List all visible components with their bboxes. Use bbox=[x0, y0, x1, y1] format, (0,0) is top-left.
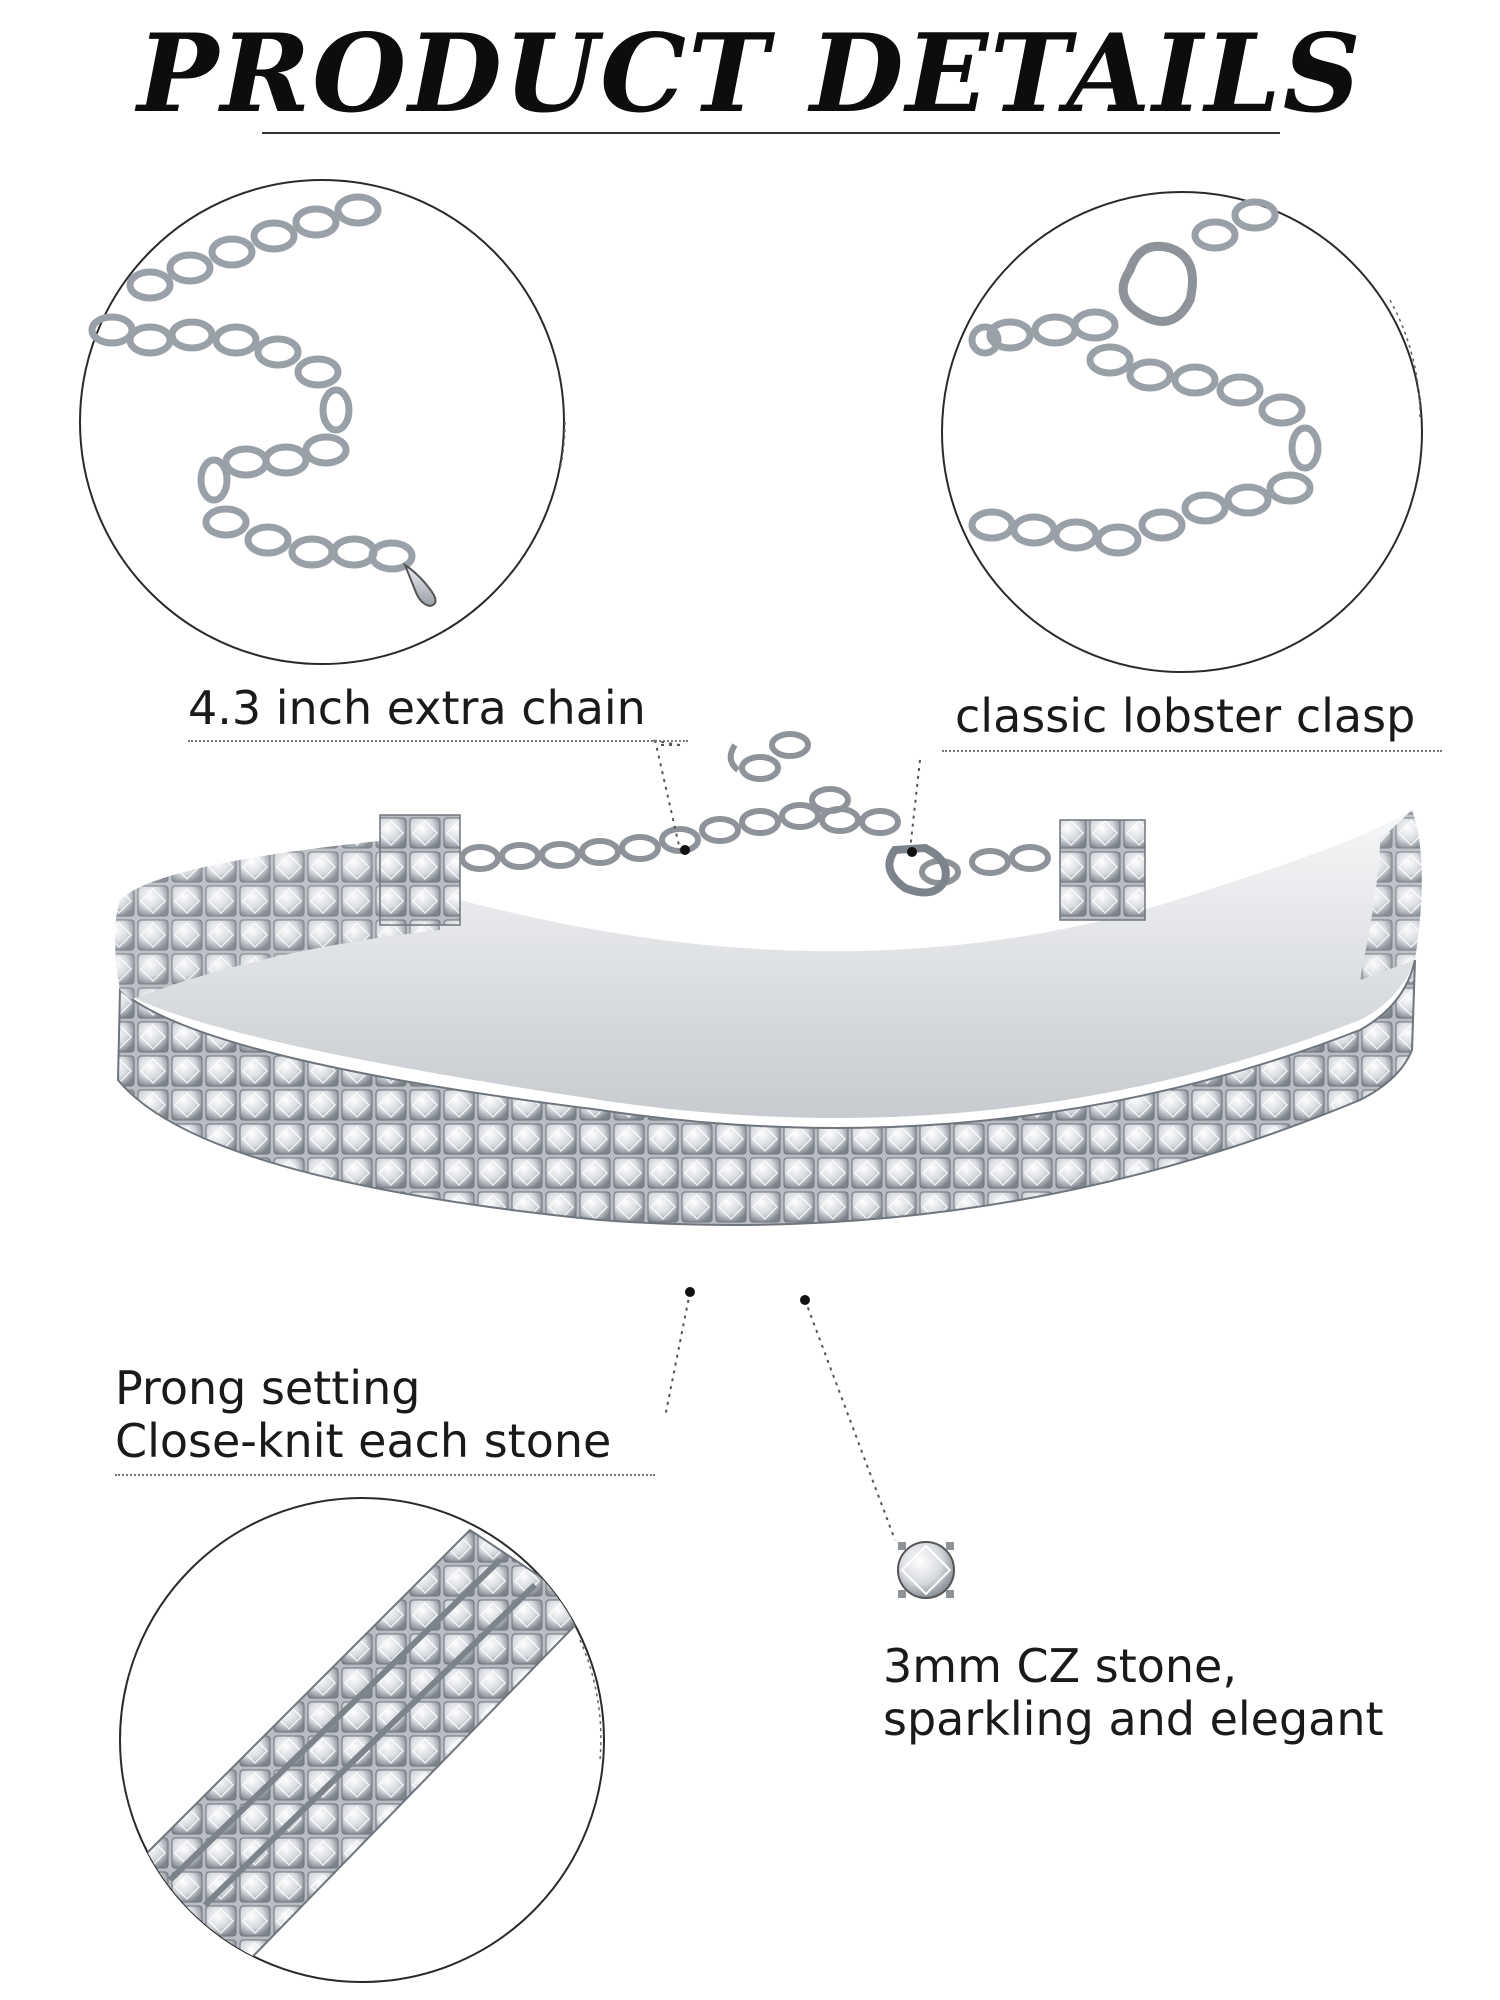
extender-chain-closeup-icon bbox=[79, 179, 566, 665]
lobster-clasp-closeup-icon bbox=[941, 191, 1423, 673]
rhinestone-choker-icon bbox=[115, 731, 1422, 1226]
callout-prong-rule bbox=[115, 1474, 655, 1476]
page-title: PRODUCT DETAILS bbox=[137, 11, 1363, 137]
callout-prong-setting: Prong setting Close-knit each stone bbox=[115, 1362, 611, 1468]
callout-stone-line-2: sparkling and elegant bbox=[883, 1691, 1384, 1746]
callout-prong-line-2: Close-knit each stone bbox=[115, 1413, 612, 1468]
single-cz-stone-icon bbox=[897, 1541, 955, 1599]
rhinestone-rows-closeup-icon bbox=[119, 1497, 605, 1983]
callout-stone-line-1: 3mm CZ stone, bbox=[883, 1639, 1237, 1693]
title-underline bbox=[262, 132, 1280, 134]
callout-extra-chain: 4.3 inch extra chain bbox=[188, 681, 646, 735]
callout-lobster-clasp: classic lobster clasp bbox=[955, 689, 1416, 743]
callout-extra-chain-rule bbox=[188, 740, 688, 742]
callout-cz-stone: 3mm CZ stone, sparkling and elegant bbox=[883, 1640, 1384, 1746]
callout-prong-line-1: Prong setting bbox=[115, 1361, 421, 1415]
callout-lobster-clasp-rule bbox=[942, 750, 1442, 752]
